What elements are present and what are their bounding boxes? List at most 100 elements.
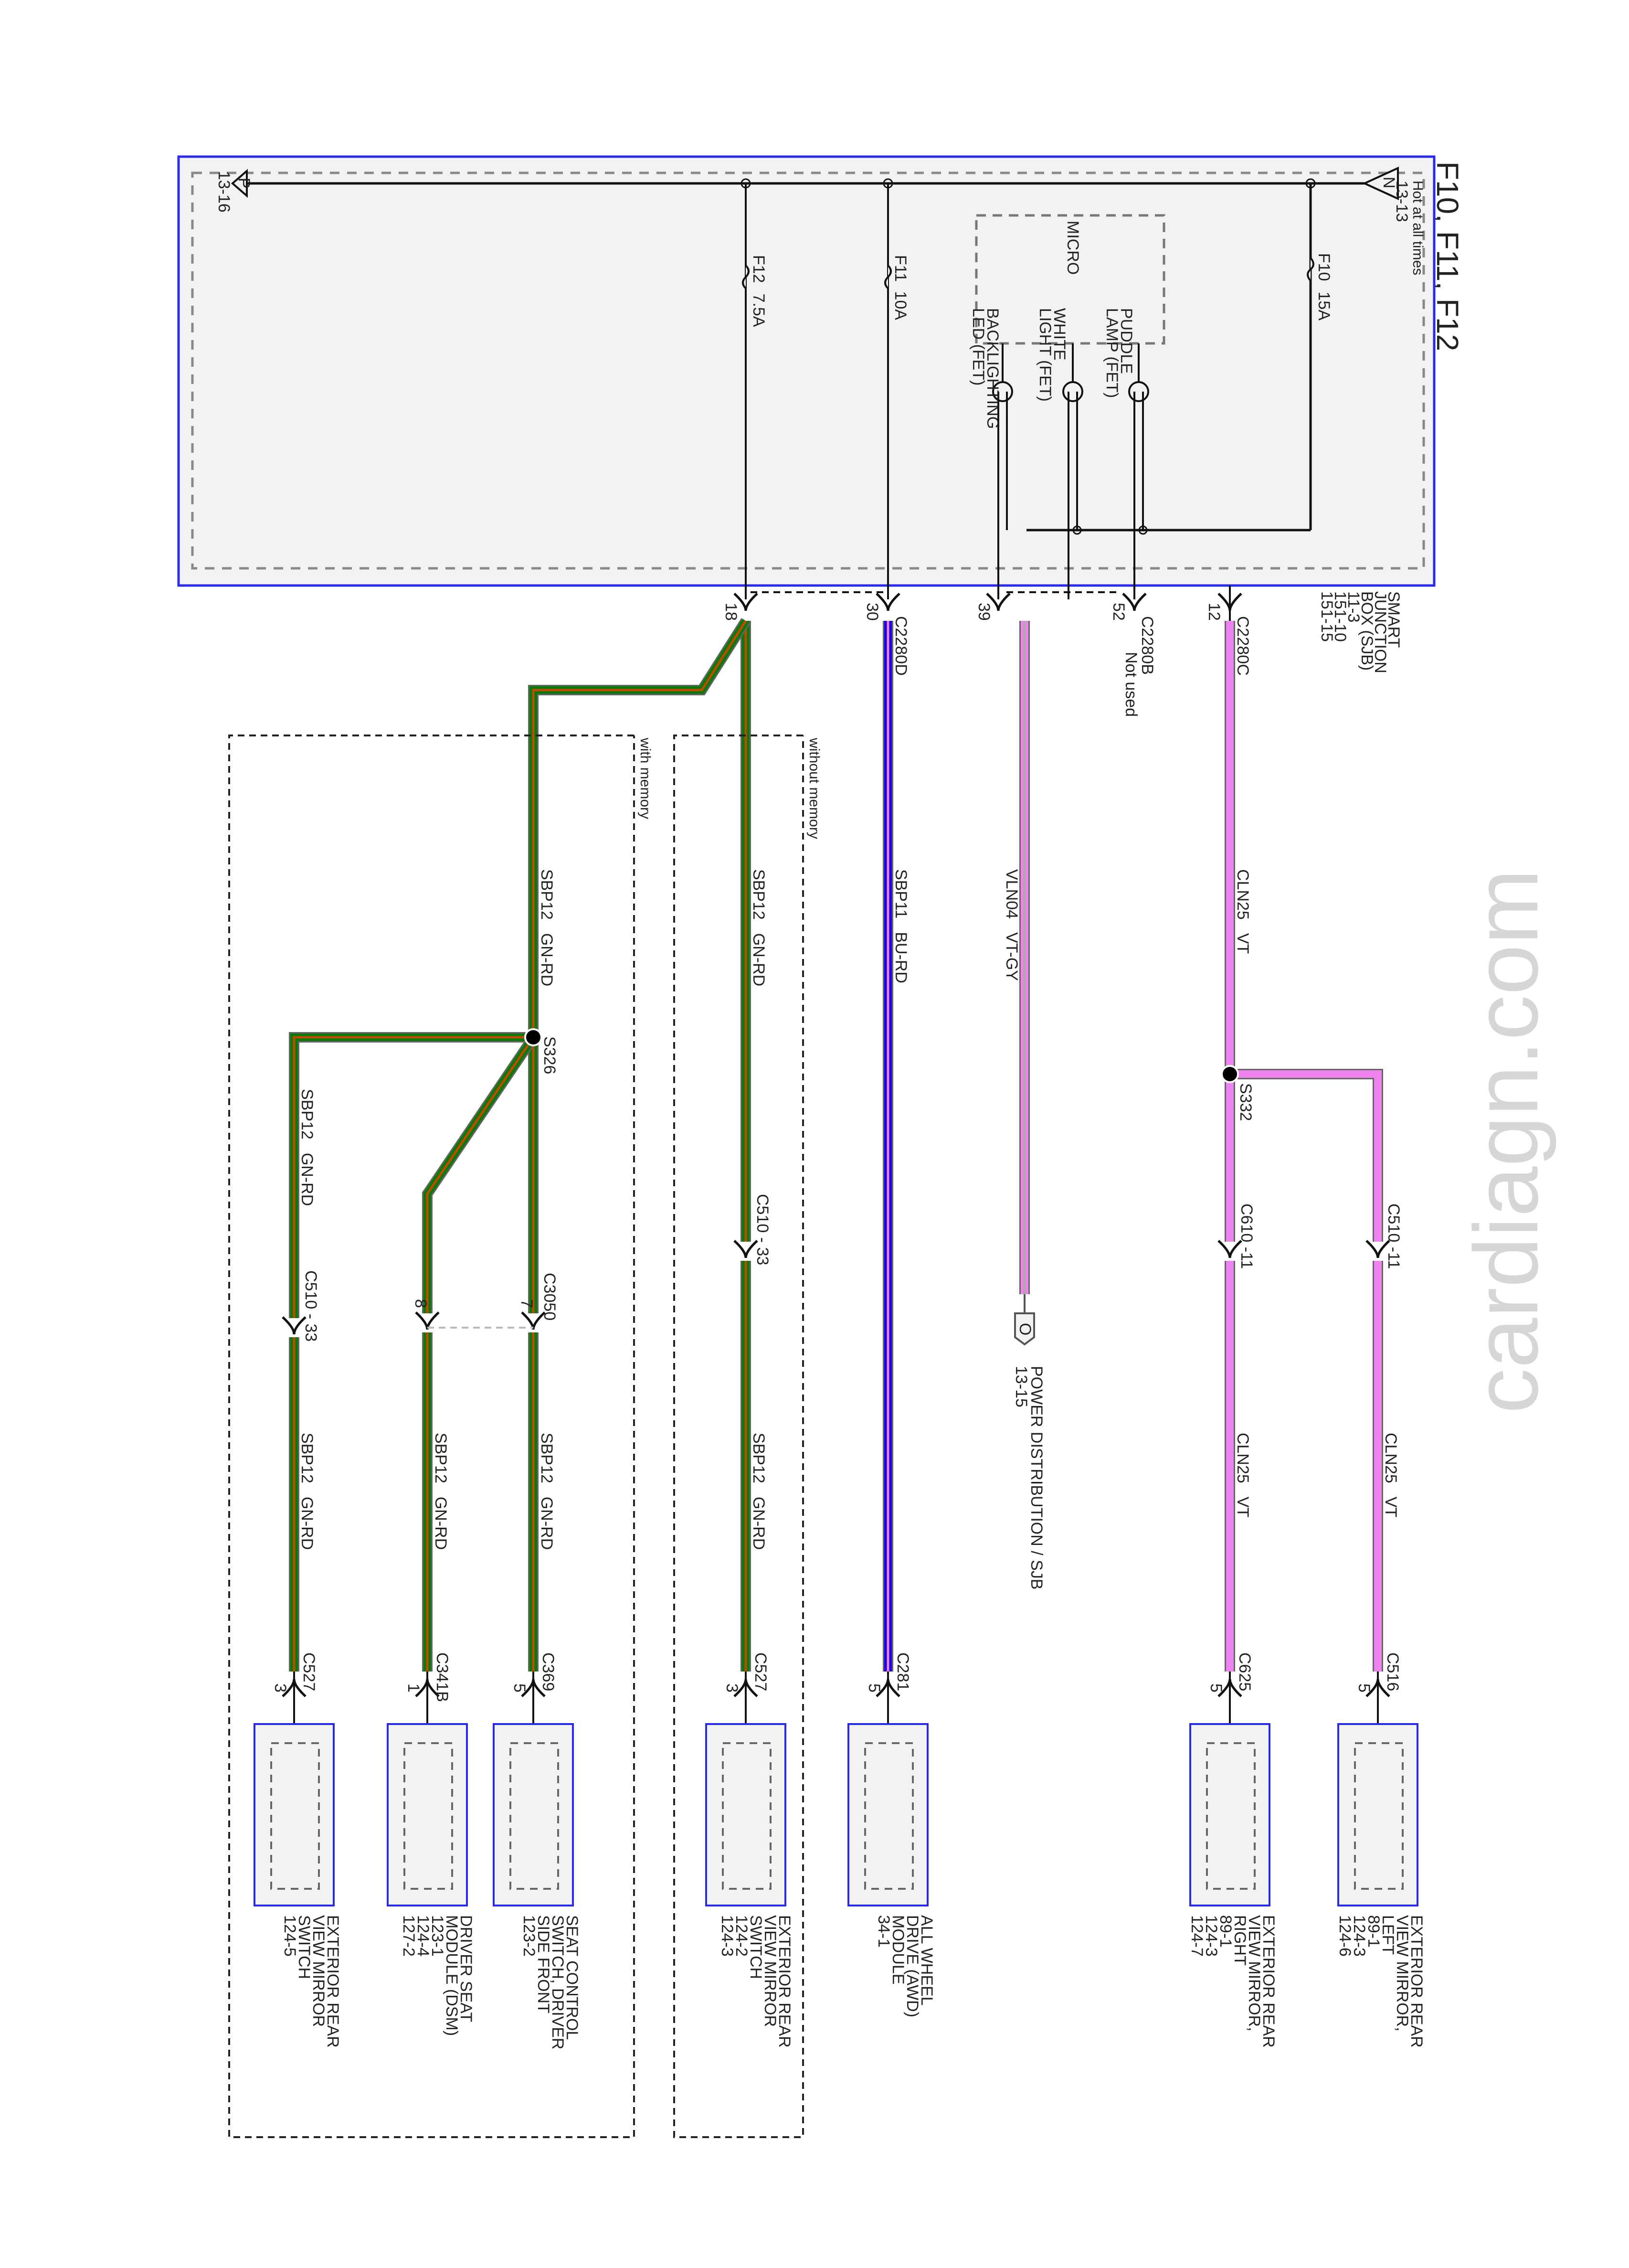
svg-text:SBP12GN-RD: SBP12GN-RD — [298, 1433, 316, 1550]
svg-text:SBP12GN-RD: SBP12GN-RD — [298, 1089, 316, 1206]
svg-text:C510 -11: C510 -11 — [1385, 1203, 1403, 1269]
svg-text:CLN25VT: CLN25VT — [1234, 1433, 1252, 1517]
micro-label: MICRO — [1064, 221, 1082, 275]
watermark: cardiagn.com — [1456, 869, 1557, 1414]
fet-white-light: WHITE LIGHT (FET) — [1036, 308, 1083, 599]
component-label: 127-2 — [400, 1915, 418, 1957]
component-box — [254, 1723, 335, 1906]
sjb-pin-c2280b-52: C2280B 52 Not used — [1110, 594, 1156, 717]
component-label: 89-1 — [1365, 1915, 1383, 1948]
svg-text:151-15: 151-15 — [1318, 591, 1336, 642]
svg-text:30: 30 — [863, 603, 881, 621]
svg-text:13-15: 13-15 — [1012, 1366, 1030, 1407]
svg-text:52: 52 — [1110, 603, 1128, 621]
svg-text:C510 - 33: C510 - 33 — [753, 1194, 772, 1265]
svg-text:LED (FET): LED (FET) — [969, 308, 987, 385]
ref-n-triangle: N — [1362, 166, 1399, 201]
component-pin: 5 — [1207, 1683, 1225, 1693]
svg-text:POWER DISTRIBUTION / SJB: POWER DISTRIBUTION / SJB — [1027, 1366, 1046, 1589]
component-connector: C281 — [894, 1652, 912, 1691]
sjb-outline — [177, 155, 1436, 587]
component-label: MODULE (DSM) — [443, 1915, 461, 2036]
fuse-f12-icon — [742, 265, 750, 289]
splice-s332 — [1221, 1065, 1239, 1083]
component-label: 124-7 — [1188, 1915, 1206, 1957]
component-box — [705, 1723, 786, 1906]
fuse-f11-icon — [884, 265, 892, 289]
component-pin: 1 — [404, 1683, 423, 1693]
component-label: 124-3 — [1350, 1915, 1368, 1957]
svg-text:without memory: without memory — [806, 737, 822, 839]
fuse-f11-label: F1110A — [891, 255, 910, 320]
svg-text:C2280D: C2280D — [892, 616, 910, 676]
power-distribution-ref: O POWER DISTRIBUTION / SJB 13-15 — [1012, 1294, 1046, 1589]
svg-text:C2280B: C2280B — [1138, 616, 1156, 675]
svg-text:LIGHT (FET): LIGHT (FET) — [1036, 308, 1054, 402]
ref-p-triangle: P 13-16 — [215, 169, 253, 213]
component-pin: 3 — [271, 1683, 289, 1693]
svg-text:151-10: 151-10 — [1331, 591, 1349, 642]
component-label: EXTERIOR REAR — [775, 1915, 793, 2048]
component-box — [387, 1723, 468, 1906]
inline-c3050: C3050 7 8 — [412, 1273, 559, 1330]
sjb-pin-c2280c-12: C2280C 12 — [1205, 586, 1252, 676]
splice-s326 — [524, 1028, 542, 1046]
fuse-f10-label: F1015A — [1315, 253, 1333, 320]
component-connector: C625 — [1236, 1652, 1254, 1691]
svg-text:C2280C: C2280C — [1234, 616, 1252, 676]
svg-text:13-16: 13-16 — [215, 171, 233, 213]
component-connector: C527 — [300, 1652, 318, 1691]
component-label: SWITCH — [747, 1915, 765, 1979]
sjb-pin-18: 18 — [722, 594, 757, 621]
not-used-label: Not used — [1122, 652, 1140, 717]
component-label: DRIVER SEAT — [457, 1915, 475, 2022]
sjb-inner-dashed — [191, 171, 1425, 570]
svg-text:CLN25VT: CLN25VT — [1234, 869, 1252, 954]
component-label: LEFT — [1379, 1915, 1397, 1955]
svg-text:SBP11BU-RD: SBP11BU-RD — [892, 869, 910, 983]
wire-sbp12-mirror-sw — [289, 1032, 533, 1318]
svg-text:C610 -11: C610 -11 — [1238, 1203, 1256, 1269]
component-pin: 5 — [510, 1683, 529, 1693]
component-label: 89-1 — [1216, 1915, 1235, 1948]
svg-text:12: 12 — [1205, 603, 1223, 621]
svg-text:SBP12GN-RD: SBP12GN-RD — [750, 1433, 768, 1550]
svg-text:11-3: 11-3 — [1344, 591, 1363, 623]
fuse-f12-label: F127.5A — [750, 255, 768, 327]
component-box — [847, 1723, 929, 1906]
svg-text:SMART: SMART — [1385, 591, 1403, 648]
svg-text:PUDDLE: PUDDLE — [1117, 308, 1135, 374]
component-label: 124-3 — [1202, 1915, 1220, 1957]
splice-s332-label: S332 — [1237, 1083, 1255, 1121]
svg-text:LAMP (FET): LAMP (FET) — [1103, 308, 1121, 398]
component-connector: C516 — [1384, 1652, 1402, 1691]
svg-text:8: 8 — [412, 1299, 430, 1308]
wire-sbp12-mem — [528, 618, 751, 1313]
component-label: 34-1 — [875, 1915, 893, 1948]
diagram-title: F10, F11, F12 — [1430, 161, 1465, 351]
fuse-f10-icon — [1307, 257, 1314, 282]
component-label: VIEW MIRROR — [309, 1915, 328, 2027]
wire-labels: CLN25VT CLN25VT CLN25VT VLN04VT-GY SBP11… — [298, 869, 1400, 1550]
component-label: EXTERIOR REAR — [1407, 1915, 1426, 2048]
inline-c510-gn-a: C510 - 33 — [734, 1194, 772, 1265]
svg-text:BOX (SJB): BOX (SJB) — [1358, 591, 1376, 671]
component-connector: C527 — [751, 1652, 770, 1691]
wire-sbp12-dsm — [422, 1034, 538, 1313]
fet-backlighting-led: BACKLIGHTING LED (FET) — [969, 308, 1013, 599]
sjb-pin-c2280d-30: C2280D 30 — [863, 594, 910, 676]
component-label: SEAT CONTROL — [563, 1915, 581, 2040]
component-label: ALL WHEEL — [918, 1915, 936, 2006]
component-label: SWITCH — [295, 1915, 313, 1979]
option-group-with-memory: with memory — [228, 735, 653, 2138]
component-box — [1189, 1723, 1270, 1906]
component-label: 123-2 — [520, 1915, 538, 1957]
inline-connectors: C610 -11 C510 -11 C510 - 33 C510 - 33 C3… — [283, 1194, 1403, 1342]
svg-text:WHITE: WHITE — [1050, 308, 1068, 361]
component-label: VIEW MIRROR, — [1245, 1915, 1263, 2032]
